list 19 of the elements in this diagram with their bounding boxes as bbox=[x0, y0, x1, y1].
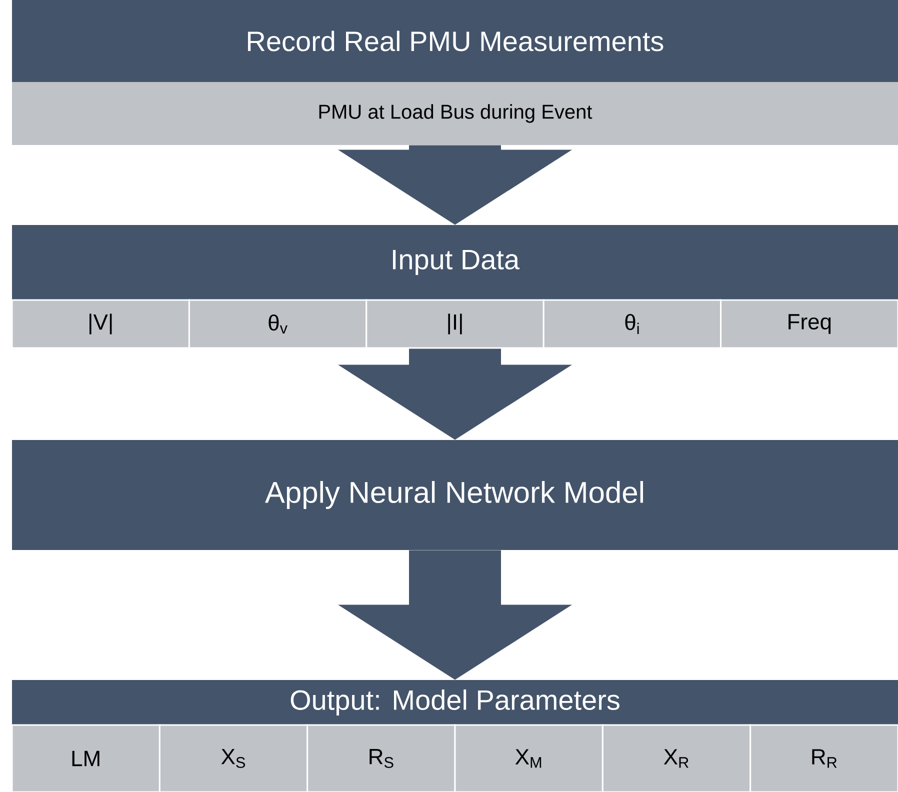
table-cell: R$_{S}$ bbox=[306, 724, 456, 792]
table-cell: θ$_{i}$ bbox=[542, 299, 722, 349]
table-cell: θ$_{v}$ bbox=[188, 299, 368, 349]
subtitle-band: PMU at Load Bus during Event bbox=[12, 82, 898, 145]
block-arrow bbox=[338, 348, 572, 440]
table-cell: X$_{R}$ bbox=[602, 724, 752, 792]
header-band: Apply Neural Network Model bbox=[12, 440, 898, 550]
table-cell: X$_{S}$ bbox=[158, 724, 308, 792]
table-cell: Freq bbox=[720, 299, 898, 349]
header-band: Record Real PMU Measurements bbox=[12, 0, 898, 82]
header-band: Input Data bbox=[12, 225, 898, 300]
table-cell: X$_{M}$ bbox=[454, 724, 604, 792]
table-cell: |V| bbox=[11, 299, 190, 349]
block-arrow bbox=[338, 145, 572, 225]
table-cell: LM bbox=[11, 724, 160, 792]
table-cell: |I| bbox=[366, 299, 544, 349]
header-band: Output: Model Parameters bbox=[12, 680, 898, 725]
table-cell: R$_{R}$ bbox=[750, 724, 898, 792]
block-arrow bbox=[338, 550, 572, 680]
